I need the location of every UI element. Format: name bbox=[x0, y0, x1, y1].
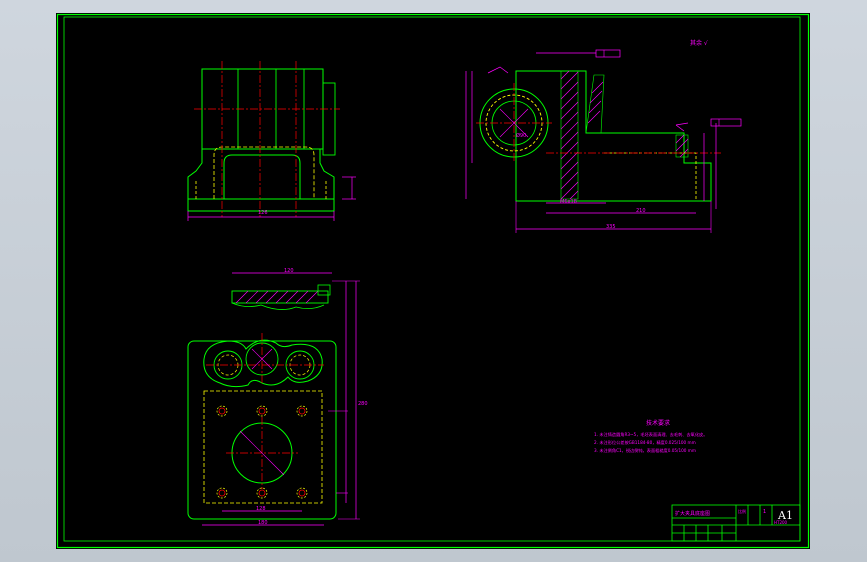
title-count: 1 bbox=[763, 509, 766, 515]
title-material: HT200 bbox=[774, 520, 788, 525]
drawing-sheet[interactable]: 126 bbox=[56, 13, 810, 549]
dim-plan-holes: 128 bbox=[256, 506, 266, 512]
tech-req-item-1: 1. 未注铸造圆角R3~5，毛坯表面清理、去毛刺、去氧化皮。 bbox=[594, 431, 707, 438]
dim-bore: Ø90 bbox=[516, 132, 526, 139]
title-sheet-size: A1 bbox=[777, 509, 793, 522]
cad-drawing-canvas[interactable]: 126 bbox=[56, 13, 810, 549]
dim-plan-top: 120 bbox=[284, 268, 294, 274]
front-view[interactable]: 126 bbox=[187, 61, 356, 221]
side-section-view[interactable]: Ø90 M6x18 210 335 bbox=[465, 39, 742, 233]
tech-req-item-2: 2. 未注形位公差按GB1184-80，精度0.025/100 mm bbox=[594, 439, 696, 446]
tech-req-item-3: 3. 未注倒角C1，锐边倒钝，表面粗糙度0.05/100 mm bbox=[594, 447, 696, 454]
dim-plan-height: 280 bbox=[358, 401, 368, 407]
title-block[interactable] bbox=[671, 504, 801, 542]
dim-side-bolt: M6x18 bbox=[560, 199, 577, 205]
inner-border bbox=[63, 16, 801, 542]
title-scale-label: 比例 bbox=[738, 508, 746, 514]
roughness-note: 其余 √ bbox=[690, 39, 708, 47]
outer-border bbox=[56, 13, 810, 549]
plan-view[interactable]: 120 128 180 280 bbox=[187, 268, 368, 526]
dim-side-mid: 210 bbox=[636, 208, 646, 214]
title-part-name: 扩大夹具底座图 bbox=[675, 510, 710, 517]
technical-requirements: 技术要求 1. 未注铸造圆角R3~5，毛坯表面清理、去毛刺、去氧化皮。 2. 未… bbox=[594, 419, 707, 454]
tech-req-title: 技术要求 bbox=[646, 419, 670, 427]
dim-plan-width: 180 bbox=[258, 520, 268, 526]
dim-front-width: 126 bbox=[258, 210, 268, 216]
dim-side-total: 335 bbox=[606, 224, 616, 230]
